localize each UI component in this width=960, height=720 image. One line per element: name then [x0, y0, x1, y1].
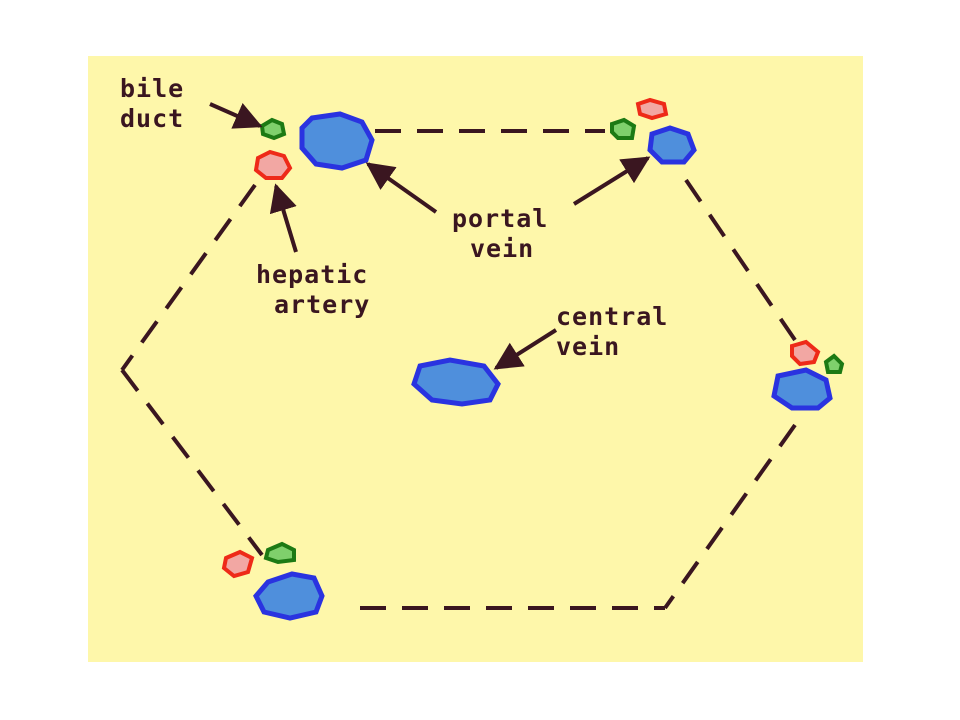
portal-vein-label-line-2: vein [470, 234, 535, 263]
portal-vein-right [771, 367, 833, 411]
bile-duct-bottom-left [263, 541, 296, 565]
lobule-boundary-upper-right [684, 178, 797, 342]
portal-vein-arrow-left [365, 162, 438, 214]
central-vein-label-line-1: central [556, 302, 669, 331]
bile-duct-right [823, 353, 845, 374]
portal-vein-top-right [647, 125, 697, 165]
central-vein-arrow [493, 328, 558, 370]
bile-duct-top-left [259, 117, 287, 141]
portal-vein-top-left [299, 111, 375, 171]
central-vein-label-line-2: vein [556, 332, 621, 361]
central-vein [411, 357, 501, 407]
bile-duct-label-line-2: duct [120, 104, 185, 133]
lobule-boundary-upper-left [120, 183, 257, 372]
portal-vein-arrow-right [572, 156, 651, 206]
lobule-boundary-lower-right [663, 423, 797, 610]
hepatic-artery-label-line-1: hepatic [256, 260, 369, 289]
hepatic-artery-bottom-left [221, 549, 255, 579]
bile-duct-label-line-1: bile [120, 74, 185, 103]
portal-vein-label-line-1: portal [452, 204, 549, 233]
bile-duct-arrow [209, 102, 263, 129]
hepatic-artery-right [790, 339, 821, 367]
bile-duct-top-right [610, 117, 637, 140]
hepatic-artery-top-right [635, 97, 669, 121]
portal-vein-bottom-left [253, 571, 325, 621]
hepatic-artery-arrow [269, 183, 298, 253]
hepatic-artery-label-line-2: artery [274, 290, 371, 319]
lobule-boundary-lower-left [120, 368, 264, 557]
diagram-background [88, 56, 863, 662]
hepatic-artery-top-left [253, 149, 293, 180]
